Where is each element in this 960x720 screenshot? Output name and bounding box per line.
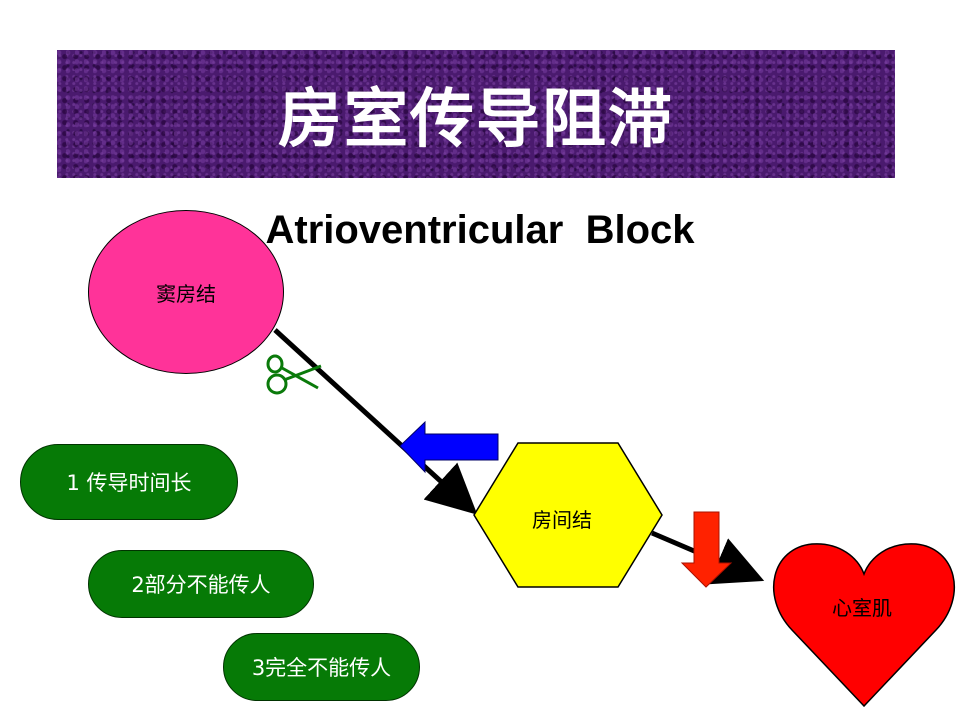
title-banner: 房室传导阻滞 bbox=[57, 50, 895, 178]
ventricle-heart bbox=[773, 543, 955, 708]
degree-2-label: 2部分不能传人 bbox=[131, 573, 271, 597]
left-arrow-icon bbox=[399, 420, 499, 474]
sinoatrial-node: 窦房结 bbox=[88, 210, 284, 374]
conduction-line-sa-av bbox=[273, 328, 478, 515]
degree-1-pill: 1 传导时间长 bbox=[20, 444, 238, 520]
av-node-label: 房间结 bbox=[532, 508, 592, 532]
degree-3-label: 3完全不能传人 bbox=[251, 656, 392, 680]
degree-3-pill: 3完全不能传人 bbox=[223, 633, 420, 701]
down-arrow-icon bbox=[680, 511, 733, 588]
scissors-icon bbox=[266, 354, 322, 395]
subtitle: Atrioventricular Block bbox=[265, 208, 695, 252]
sinoatrial-node-label: 窦房结 bbox=[156, 281, 216, 306]
degree-2-pill: 2部分不能传人 bbox=[88, 550, 314, 618]
ventricle-label: 心室肌 bbox=[832, 596, 892, 620]
degree-1-label: 1 传导时间长 bbox=[66, 471, 192, 495]
av-node-hexagon bbox=[473, 442, 663, 588]
page-title: 房室传导阻滞 bbox=[278, 83, 674, 157]
